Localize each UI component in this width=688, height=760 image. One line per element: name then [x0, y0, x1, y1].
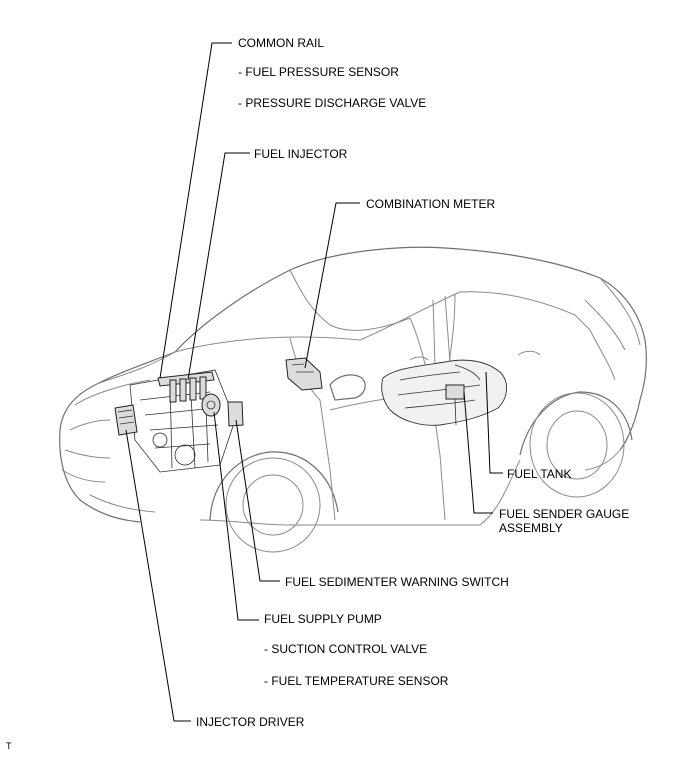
label-fuel-tank: FUEL TANK: [507, 467, 572, 481]
label-suction-control-valve: - SUCTION CONTROL VALVE: [264, 642, 428, 656]
corner-mark: T: [6, 741, 12, 751]
label-common-rail: COMMON RAIL: [238, 36, 325, 50]
leader-fuel-sedimenter: [235, 419, 280, 582]
leader-combination-meter: [304, 202, 360, 369]
label-fuel-pressure-sensor: - FUEL PRESSURE SENSOR: [238, 65, 399, 79]
injector-driver-part: [114, 404, 138, 436]
label-combination-meter: COMBINATION METER: [366, 197, 496, 211]
leader-lines: [125, 42, 503, 722]
label-pressure-discharge-valve: - PRESSURE DISCHARGE VALVE: [238, 96, 427, 110]
leader-fuel-sender-gauge: [463, 391, 493, 514]
label-fuel-sender-gauge-line1: FUEL SENDER GAUGE: [499, 507, 630, 521]
fuel-sedimenter-part: [227, 401, 244, 427]
leader-fuel-supply-pump: [213, 411, 259, 621]
label-fuel-injector: FUEL INJECTOR: [254, 147, 348, 161]
leader-fuel-tank: [485, 371, 503, 474]
label-fuel-temperature-sensor: - FUEL TEMPERATURE SENSOR: [264, 674, 449, 688]
label-fuel-supply-pump: FUEL SUPPLY PUMP: [264, 612, 382, 626]
label-fuel-sedimenter-warning-switch: FUEL SEDIMENTER WARNING SWITCH: [285, 575, 509, 589]
leader-fuel-injector: [187, 152, 250, 381]
fuel-tank-part: [381, 359, 507, 426]
leader-common-rail: [159, 42, 232, 379]
label-injector-driver: INJECTOR DRIVER: [196, 715, 305, 729]
leader-injector-driver: [125, 429, 191, 722]
label-fuel-sender-gauge-line2: ASSEMBLY: [499, 521, 563, 535]
fuel-supply-pump-part: [201, 393, 221, 417]
combination-meter-part: [285, 357, 323, 391]
fuel-injector-part: [169, 376, 207, 403]
